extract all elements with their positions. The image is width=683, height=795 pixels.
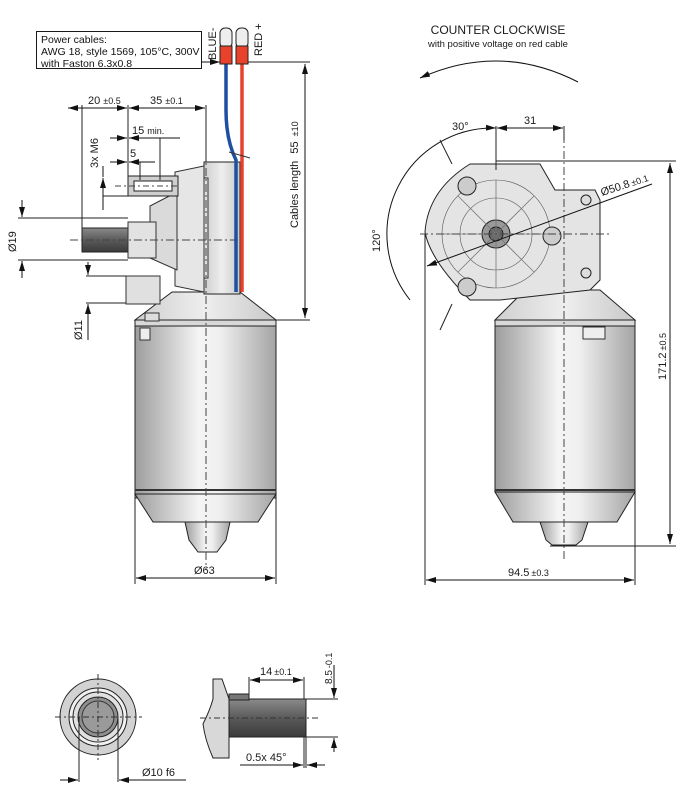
note-line-3: with Faston 6.3x0.8 — [41, 58, 133, 70]
dim-5: 5 — [130, 148, 136, 160]
note-line-1: Power cables: — [41, 34, 107, 46]
shaft-side-view: 14±0.1 8.5-0.1 0.5x 45° — [200, 653, 338, 768]
blue-cable — [224, 60, 238, 292]
faston-blue-icon — [219, 27, 233, 65]
dim-35: 35±0.1 — [150, 95, 183, 107]
dia-10-f6: Ø10 f6 — [142, 767, 175, 779]
dia-11: Ø11 — [73, 320, 85, 340]
power-cables-note: Power cables: AWG 18, style 1569, 105°C,… — [36, 31, 202, 70]
angle-arc — [386, 124, 497, 301]
angle-120: 120° — [371, 229, 383, 252]
label-red: RED + — [253, 23, 265, 56]
width-94-5: 94.5±0.3 — [508, 567, 549, 579]
mount-hole-top — [457, 176, 477, 196]
rotation-title: COUNTER CLOCKWISE — [431, 23, 566, 37]
angle-30: 30° — [452, 121, 469, 133]
mount-hole-right — [542, 226, 562, 246]
dia-50-8: Ø50.8±0.1 — [599, 172, 650, 199]
motor-rear-boss — [184, 521, 231, 553]
label-blue: BLUE- — [207, 27, 219, 60]
gearbox-housing — [424, 163, 601, 301]
thread-3x-m6: 3x M6 — [89, 138, 101, 168]
len-14: 14±0.1 — [260, 666, 292, 678]
faston-red-icon — [235, 27, 249, 65]
side-view: BLUE- RED + Cables length 55 ±10 20±0.5 … — [7, 23, 310, 584]
rotation-subtitle: with positive voltage on red cable — [427, 39, 568, 50]
dia-19: Ø19 — [7, 231, 19, 252]
dim-20: 20±0.5 — [88, 95, 121, 107]
dia-63: Ø63 — [194, 565, 215, 577]
cables-length-label: Cables length 55 ±10 — [289, 121, 301, 228]
motor-cylinder-front — [494, 321, 636, 493]
front-view: COUNTER CLOCKWISE with positive voltage … — [371, 23, 676, 585]
dim-31: 31 — [524, 115, 536, 127]
mount-hole-bottom — [457, 277, 477, 297]
flat-8-5: 8.5-0.1 — [324, 653, 335, 684]
chamfer-0-5x45: 0.5x 45° — [246, 752, 286, 764]
shaft-end-view: Ø10 f6 — [55, 674, 186, 783]
note-line-2: AWG 18, style 1569, 105°C, 300V — [41, 46, 200, 58]
height-171-2: 171.2±0.5 — [657, 333, 669, 380]
ccw-arrow-icon — [419, 60, 579, 83]
